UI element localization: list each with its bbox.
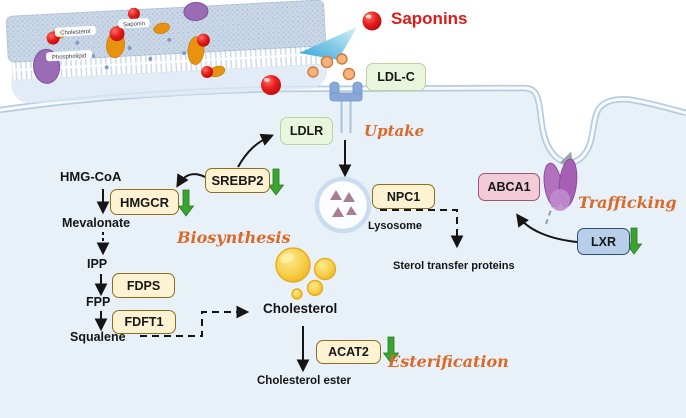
saponin-dot-icon: [261, 11, 382, 95]
acat2-box: ACAT2: [316, 340, 381, 364]
inset-label-chip: [54, 25, 96, 37]
abca1-box: ABCA1: [478, 173, 540, 201]
sterol-transfer-proteins-label: Sterol transfer proteins: [393, 260, 515, 272]
fpp-label: FPP: [86, 295, 111, 309]
transfer-dashed-arrows: [140, 209, 464, 337]
cholesterol-ester-label: Cholesterol ester: [257, 375, 351, 387]
membrane-inset: Cholesterol Saponin Phospholipid: [5, 0, 328, 104]
inset-phospholipid-label: Phospholipid: [52, 53, 87, 61]
saponin-dot-icon: [46, 7, 214, 78]
inset-cholesterol-label: Cholesterol: [60, 29, 91, 37]
lysosome-label: Lysosome: [368, 220, 423, 232]
lysosome-organelle: [314, 176, 372, 234]
esterification-label: Esterification: [388, 352, 509, 371]
fdps-box: FDPS: [112, 273, 175, 298]
ipp-label: IPP: [87, 257, 108, 271]
hmgcr-box: HMGCR: [110, 189, 179, 215]
npc1-box: NPC1: [372, 184, 435, 209]
squalene-label: Squalene: [70, 330, 126, 344]
down-arrow-icon: [177, 168, 643, 364]
ldlr-box: LDLR: [280, 117, 333, 145]
cholesterol-label: Cholesterol: [263, 301, 338, 316]
trafficking-label: Trafficking: [578, 193, 677, 212]
inset-saponin-label: Saponin: [123, 21, 145, 28]
lxr-box: LXR: [577, 228, 630, 255]
inset-label-chip: [46, 50, 93, 62]
inset-label-chip: [118, 18, 150, 29]
membrane-protein-icon: [183, 1, 209, 21]
biosynthesis-label: Biosynthesis: [177, 228, 291, 247]
hmg-coa-label: HMG-CoA: [60, 169, 122, 184]
cholesterol-droplets: [275, 247, 337, 300]
figure-title: Saponins: [391, 9, 468, 28]
abca1-transporter: [543, 158, 578, 211]
mevalonate-label: Mevalonate: [62, 216, 131, 230]
uptake-label: Uptake: [364, 122, 425, 140]
pathway-arrows: [94, 133, 578, 373]
ldl-particle-icon: [307, 53, 356, 81]
cholesterol-molecule-icon: [50, 22, 226, 78]
ldl-receptor: [329, 81, 363, 133]
fdft1-box: FDFT1: [112, 310, 176, 334]
srebp2-box: SREBP2: [205, 168, 270, 193]
ldl-c-box: LDL-C: [366, 63, 426, 91]
insertion-arrow-icon: [299, 27, 357, 60]
